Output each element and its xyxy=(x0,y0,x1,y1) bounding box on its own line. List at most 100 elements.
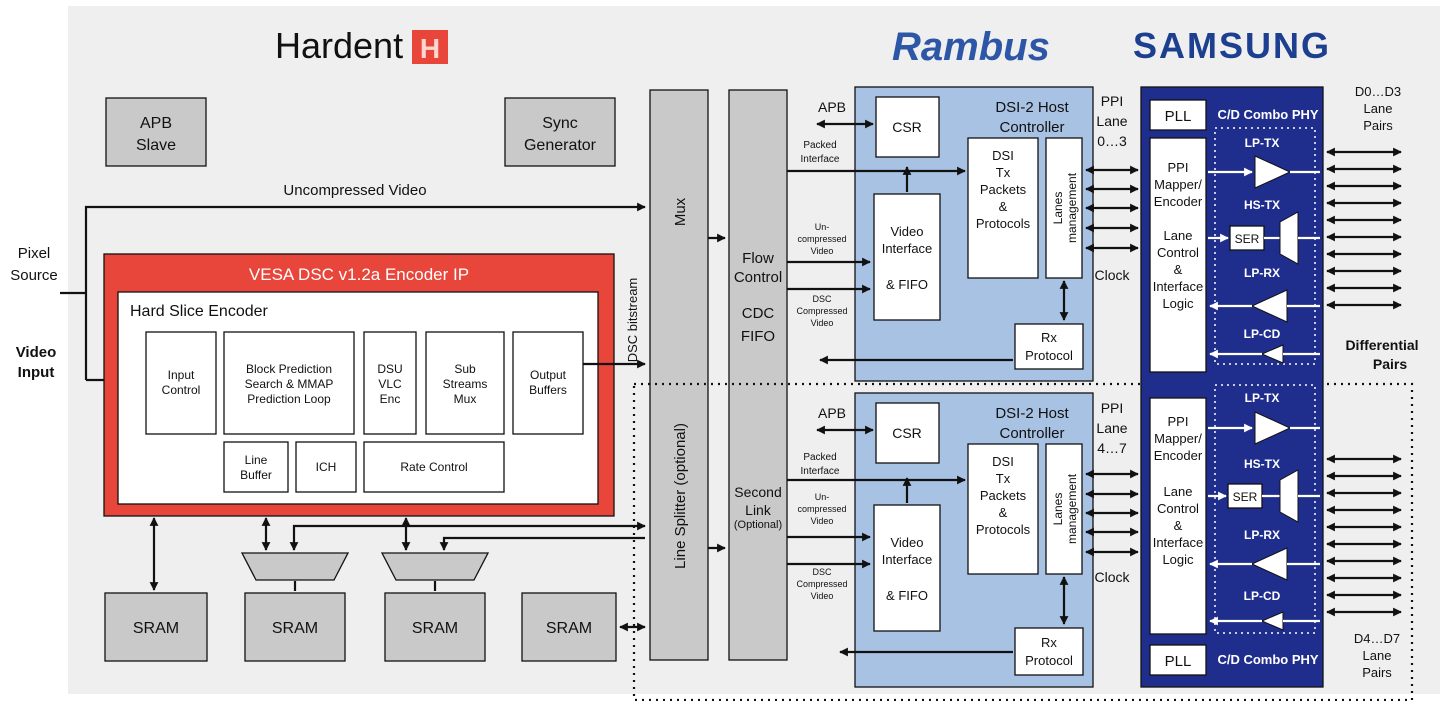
lp-tx-label-bottom: LP-TX xyxy=(1245,391,1280,405)
hard-slice-encoder-title: Hard Slice Encoder xyxy=(130,303,269,320)
lane-control-bottom-1: Lane xyxy=(1164,484,1193,499)
rambus-logo: Rambus xyxy=(892,25,1050,69)
clock-label-bottom: Clock xyxy=(1094,569,1130,585)
packed-interface-top-2: Interface xyxy=(801,154,840,165)
ser-block-top xyxy=(1229,225,1265,251)
pll-label-bottom: PLL xyxy=(1165,653,1192,670)
rx-protocol-top-1: Rx xyxy=(1041,330,1057,345)
video-interface-top-1: Video xyxy=(890,224,923,239)
mapper-top-1: PPI xyxy=(1168,160,1189,175)
pll-label-top: PLL xyxy=(1165,108,1192,125)
ser-label-top: SER xyxy=(1235,232,1260,246)
differential-pairs-label-1: Differential xyxy=(1345,337,1418,353)
host-title-top-1: DSI-2 Host xyxy=(995,99,1069,116)
differential-pairs-label-2: Pairs xyxy=(1373,356,1407,372)
mux-line-splitter-column xyxy=(649,89,709,661)
sram-block-1 xyxy=(104,592,208,662)
bottom-pairs-label-3: Pairs xyxy=(1362,665,1392,680)
lane-control-top-2: Control xyxy=(1157,245,1199,260)
host-title-bottom-2: Controller xyxy=(999,425,1064,442)
lanes-management-block-top xyxy=(1045,137,1083,279)
sram-block-3 xyxy=(384,592,486,662)
sub-streams-label-3: Mux xyxy=(454,392,477,406)
top-pairs-label-3: Pairs xyxy=(1363,118,1393,133)
csr-label-bottom: CSR xyxy=(892,425,922,441)
cdc-fifo-label-2: FIFO xyxy=(741,328,775,345)
hs-tx-label-bottom: HS-TX xyxy=(1244,457,1280,471)
line-buffer-block xyxy=(223,441,289,493)
lp-cd-label-bottom: LP-CD xyxy=(1244,589,1281,603)
block-prediction-label-2: Search & MMAP xyxy=(245,377,334,391)
sync-generator-block xyxy=(504,97,616,167)
lane-control-bottom-5: Logic xyxy=(1162,552,1194,567)
line-buffer-label-1: Line xyxy=(245,453,268,467)
host-title-top-2: Controller xyxy=(999,119,1064,136)
cdc-fifo-label-1: CDC xyxy=(742,305,775,322)
uncompressed-top-3: Video xyxy=(811,246,834,256)
lp-tx-amp-top xyxy=(1254,155,1292,189)
uncompressed-bottom-2: compressed xyxy=(797,504,846,514)
output-buffers-label-2: Buffers xyxy=(529,383,567,397)
lanes-management-block-bottom xyxy=(1045,443,1083,575)
csr-block-top xyxy=(875,96,940,158)
sram-label-1: SRAM xyxy=(133,620,179,637)
lane-control-top-1: Lane xyxy=(1164,228,1193,243)
rx-protocol-bottom-1: Rx xyxy=(1041,635,1057,650)
phy-lane-dotted-top xyxy=(1214,127,1316,365)
block-prediction-block xyxy=(223,331,355,435)
output-buffers-label-1: Output xyxy=(530,368,567,382)
sram-label-3: SRAM xyxy=(412,620,458,637)
dsc-bitstream-label: DSC bitstream xyxy=(625,278,640,363)
ppi-bottom-3: 4…7 xyxy=(1097,440,1127,456)
input-control-block xyxy=(145,331,217,435)
video-interface-bottom-2: Interface xyxy=(882,552,933,567)
dsu-vlc-label-1: DSU xyxy=(377,362,402,376)
lp-tx-label-top: LP-TX xyxy=(1245,136,1280,150)
lanes-management-bottom-1: Lanes xyxy=(1051,493,1065,526)
dsc-compressed-top-3: Video xyxy=(811,318,834,328)
splitter-to-mux2-wire xyxy=(439,536,645,551)
rate-control-label: Rate Control xyxy=(400,460,467,474)
sram-label-2: SRAM xyxy=(272,620,318,637)
input-control-label-1: Input xyxy=(168,368,195,382)
rx-protocol-top-2: Protocol xyxy=(1025,348,1073,363)
dsc-compressed-bottom-1: DSC xyxy=(812,567,832,577)
video-interface-top-2: Interface xyxy=(882,241,933,256)
host-controller-top: DSI-2 Host Controller APB CSR Packed Int… xyxy=(787,86,1094,382)
video-interface-bottom-3: & FIFO xyxy=(886,588,928,603)
packed-interface-top-1: Packed xyxy=(803,140,836,151)
block-prediction-label-1: Block Prediction xyxy=(246,362,332,376)
mapper-bottom-2: Mapper/ xyxy=(1154,431,1202,446)
sync-generator-label-2: Generator xyxy=(524,137,597,154)
dsi-tx-top-5: Protocols xyxy=(976,216,1031,231)
dsi-tx-bottom-2: Tx xyxy=(996,471,1011,486)
ser-block-bottom xyxy=(1227,483,1263,509)
ppi-bottom-2: Lane xyxy=(1096,420,1127,436)
sram-label-4: SRAM xyxy=(546,620,592,637)
hardent-logo-text: Hardent xyxy=(275,25,403,66)
bottom-pairs-label-2: Lane xyxy=(1363,648,1392,663)
uncompressed-video-wire xyxy=(84,202,646,380)
clock-label-top: Clock xyxy=(1094,267,1130,283)
rx-protocol-bottom-2: Protocol xyxy=(1025,653,1073,668)
top-pairs-label-1: D0…D3 xyxy=(1355,84,1401,99)
input-control-label-2: Control xyxy=(162,383,201,397)
packed-interface-bottom-1: Packed xyxy=(803,452,836,463)
apb-label-bottom: APB xyxy=(818,405,846,421)
ppi-lane-arrows-bottom xyxy=(1085,469,1139,557)
samsung-logo: SAMSUNG xyxy=(1133,25,1331,66)
host-title-bottom-1: DSI-2 Host xyxy=(995,405,1069,422)
dsu-vlc-block xyxy=(363,331,417,435)
block-prediction-label-3: Prediction Loop xyxy=(247,392,331,406)
phy-lane-dotted-bottom xyxy=(1214,384,1316,634)
dsi-tx-bottom-4: & xyxy=(999,505,1008,520)
lanes-management-top-2: management xyxy=(1065,172,1079,243)
ppi-mapper-block-top xyxy=(1149,137,1207,373)
sram-mux-2 xyxy=(380,552,490,581)
rx-protocol-block-bottom xyxy=(1014,627,1084,676)
sram-block-2 xyxy=(244,592,346,662)
ppi-mapper-block-bottom xyxy=(1149,397,1207,635)
dsu-vlc-label-3: Enc xyxy=(380,392,401,406)
